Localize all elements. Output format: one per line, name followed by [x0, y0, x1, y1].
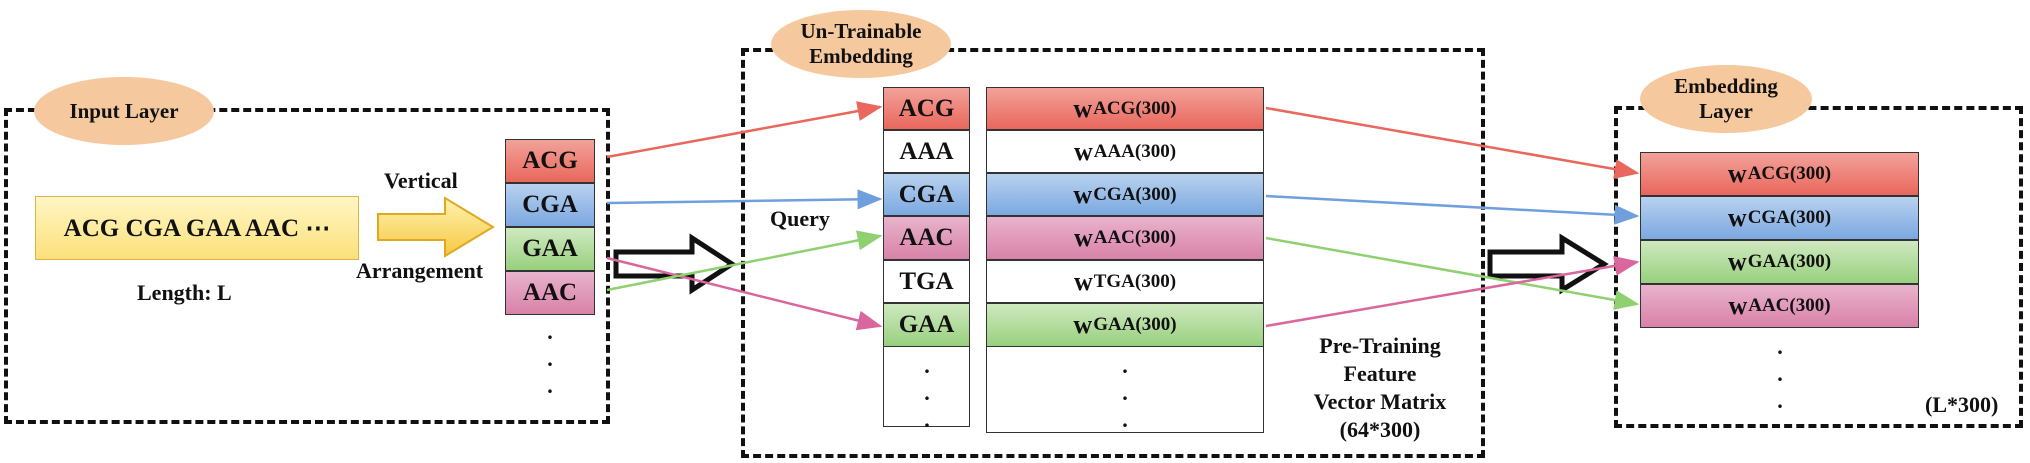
input-layer-box — [4, 108, 610, 424]
vertical-arrangement-arrow — [377, 196, 495, 258]
input-code-cga: CGA — [505, 183, 595, 227]
lookup-arrow-acg — [1265, 106, 1640, 179]
vocab-code-acg: ACG — [883, 87, 970, 130]
query-block-arrow — [613, 233, 737, 295]
input-codes-ellipsis: ... — [547, 319, 553, 398]
query-label: Query — [770, 206, 830, 231]
input-code-gaa: GAA — [505, 227, 595, 271]
query-arrow-cga — [606, 189, 883, 210]
embedding-block-arrow — [1487, 233, 1609, 295]
vocab-code-aac: AAC — [883, 216, 970, 260]
untrainable-embedding-box — [741, 48, 1485, 458]
vertical-label: Vertical — [384, 168, 458, 193]
vocab-code-gaa: GAA — [883, 303, 970, 347]
embedding-size-label: (L*300) — [1925, 392, 1999, 417]
query-arrow-aac — [606, 230, 883, 292]
query-arrow-gaa — [606, 256, 883, 331]
arrangement-label: Arrangement — [356, 258, 484, 283]
vocab-vector-ellipsis: ... — [1122, 353, 1128, 432]
input-layer-label: Input Layer — [34, 77, 214, 145]
vocab-code-tga: TGA — [883, 260, 970, 303]
vocab-code-cga: CGA — [883, 173, 970, 216]
input-sequence-box: ACG CGA GAA AAC ⋯ — [35, 196, 359, 260]
vocab-code-aaa: AAA — [883, 130, 970, 173]
input-sequence-text: ACG CGA GAA AAC ⋯ — [63, 215, 331, 242]
input-code-acg: ACG — [505, 139, 595, 183]
embedding-vector-ellipsis: ... — [1777, 334, 1783, 413]
lookup-arrow-gaa — [1265, 255, 1640, 328]
query-arrow-acg — [606, 101, 883, 159]
lookup-arrow-aac — [1265, 236, 1640, 310]
length-label: Length: L — [137, 280, 232, 305]
input-code-aac: AAC — [505, 271, 595, 315]
vocab-code-ellipsis: ... — [924, 353, 930, 432]
pretraining-matrix-caption: Pre-Training Feature Vector Matrix (64*3… — [1313, 333, 1447, 442]
lookup-arrow-cga — [1265, 194, 1640, 225]
